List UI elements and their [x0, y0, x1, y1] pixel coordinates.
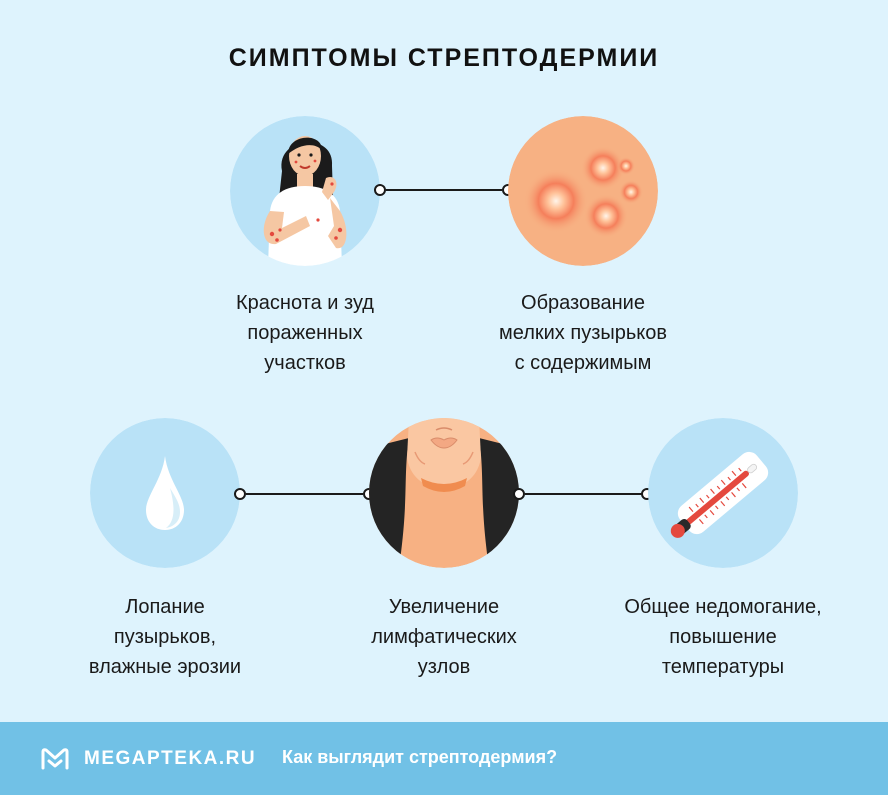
symptom-label-blisters: Образование мелких пузырьков с содержимы… [499, 292, 667, 374]
page-title: СИМПТОМЫ СТРЕПТОДЕРМИИ [228, 44, 660, 72]
water-drop-icon [90, 418, 240, 568]
connector-line [246, 493, 363, 495]
connector-dot [374, 184, 386, 196]
neck-lymph-nodes-icon [369, 418, 519, 568]
symptom-label-lymph-nodes: Увеличение лимфатических узлов [371, 596, 517, 678]
woman-scratching-icon [230, 116, 380, 266]
symptom-label-erosions: Лопание пузырьков, влажные эрозии [88, 596, 242, 678]
brand-logo[interactable]: MEGAPTEKA.RU [40, 746, 256, 772]
symptom-label-fever: Общее недомогание, повышение температуры [624, 596, 822, 678]
symptom-label-redness: Краснота и зуд пораженных участков [236, 292, 374, 374]
skin-blisters-icon [508, 116, 658, 266]
connector-line [525, 493, 642, 495]
footer-bar: MEGAPTEKA.RU Как выглядит стрептодермия? [0, 722, 888, 795]
footer-article-link[interactable]: Как выглядит стрептодермия? [282, 747, 558, 767]
brand-name: MEGAPTEKA.RU [84, 748, 257, 769]
connector-line [386, 189, 502, 191]
megapteka-logo-icon [41, 748, 69, 770]
thermometer-icon [648, 418, 798, 568]
connector-dot [513, 488, 525, 500]
connector-dot [234, 488, 246, 500]
